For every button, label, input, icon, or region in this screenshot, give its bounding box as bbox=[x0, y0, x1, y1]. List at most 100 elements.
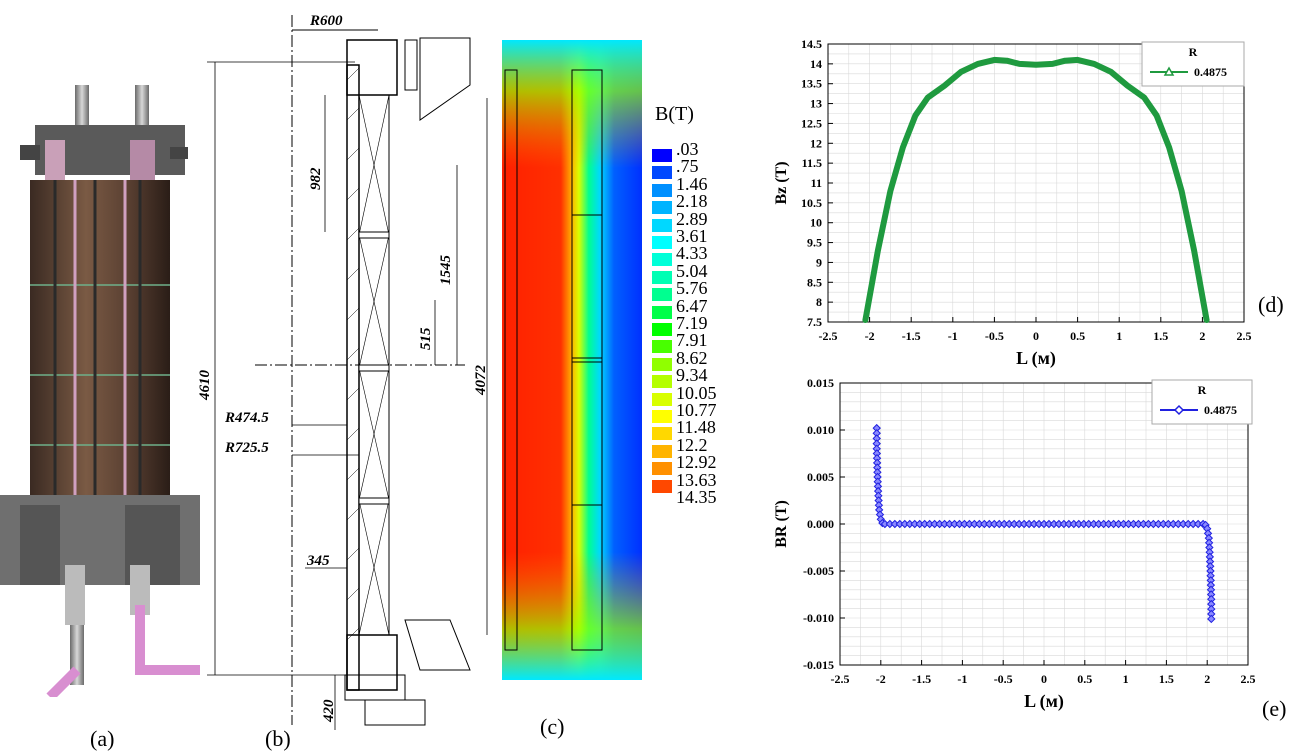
colorbar-label: 7.19 bbox=[676, 313, 708, 333]
legend-box bbox=[1151, 379, 1253, 425]
colorbar-swatch bbox=[652, 323, 672, 336]
colorbar-label: 3.61 bbox=[676, 226, 708, 246]
colorbar-swatch bbox=[652, 201, 672, 215]
colorbar-label: 2.18 bbox=[676, 191, 708, 212]
colorbar-label: .75 bbox=[676, 156, 699, 177]
caption-d: (d) bbox=[1258, 292, 1284, 317]
colorbar-label: 12.92 bbox=[676, 452, 717, 473]
colorbar-title: B(T) bbox=[655, 103, 694, 125]
y-tick-label: 11.5 bbox=[802, 156, 822, 170]
x-tick-label: 2 bbox=[1204, 672, 1210, 686]
x-tick-label: -2.5 bbox=[819, 329, 838, 343]
field-map bbox=[502, 40, 642, 680]
legend-label: 0.4875 bbox=[1194, 65, 1227, 79]
y-tick-label: 11 bbox=[811, 176, 822, 190]
x-tick-label: -1 bbox=[948, 329, 958, 343]
x-axis-label: L (м) bbox=[1016, 348, 1056, 369]
colorbar-label: 4.33 bbox=[676, 243, 708, 264]
y-tick-label: 14 bbox=[810, 57, 822, 71]
colorbar-swatch bbox=[652, 375, 672, 389]
colorbar-swatch bbox=[652, 305, 672, 319]
dim-420: 420 bbox=[321, 699, 337, 723]
coil-cross-section-drawing: R600 4610 bbox=[195, 10, 495, 730]
colorbar-swatch bbox=[652, 166, 672, 180]
colorbar-label: 14.35 bbox=[676, 487, 717, 507]
y-tick-label: 10.5 bbox=[801, 196, 822, 210]
x-tick-label: -2 bbox=[865, 329, 875, 343]
legend-marker bbox=[1173, 404, 1185, 416]
colorbar-label: 5.76 bbox=[676, 278, 708, 299]
colorbar-label: 10.77 bbox=[676, 400, 717, 420]
dim-345: 345 bbox=[306, 553, 330, 569]
colorbar-label: .03 bbox=[676, 139, 699, 159]
dim-r725: R725.5 bbox=[224, 440, 269, 456]
y-tick-label: -0.015 bbox=[803, 658, 834, 672]
colorbar-label: 5.04 bbox=[676, 260, 708, 281]
colorbar-label: 8.62 bbox=[676, 347, 708, 368]
y-tick-label: 0.000 bbox=[807, 517, 834, 531]
dim-1545: 1545 bbox=[438, 255, 454, 286]
colorbar-swatch bbox=[652, 462, 672, 476]
x-tick-label: 2.5 bbox=[1237, 329, 1252, 343]
y-tick-label: -0.005 bbox=[803, 564, 834, 578]
legend-box bbox=[1141, 41, 1245, 87]
y-tick-label: 12 bbox=[810, 136, 822, 150]
x-tick-label: -1 bbox=[957, 672, 967, 686]
coil-3d-render bbox=[0, 85, 200, 701]
legend-title: R bbox=[1189, 45, 1198, 59]
colorbar-label: 9.34 bbox=[676, 365, 708, 386]
colorbar-swatch bbox=[652, 236, 672, 249]
x-tick-label: 0.5 bbox=[1070, 329, 1085, 343]
colorbar-swatch bbox=[652, 340, 672, 354]
legend-marker bbox=[1163, 66, 1175, 76]
y-tick-label: 9 bbox=[816, 255, 822, 269]
caption-e: (e) bbox=[1262, 696, 1287, 721]
x-tick-label: 1 bbox=[1116, 329, 1122, 343]
colorbar-swatch bbox=[652, 218, 672, 232]
field-map-svg bbox=[502, 40, 642, 680]
x-tick-label: 0.5 bbox=[1077, 672, 1092, 686]
dim-4610: 4610 bbox=[197, 370, 213, 402]
x-tick-label: -2.5 bbox=[831, 672, 850, 686]
colorbar-swatch bbox=[652, 183, 672, 197]
colorbar-label: 10.05 bbox=[676, 382, 717, 403]
colorbar-swatch bbox=[652, 149, 672, 162]
colorbar-swatch bbox=[652, 270, 672, 284]
y-tick-label: 7.5 bbox=[807, 315, 822, 329]
x-tick-label: 0 bbox=[1041, 672, 1047, 686]
colorbar-label: 7.91 bbox=[676, 330, 708, 351]
x-tick-label: 1.5 bbox=[1159, 672, 1174, 686]
x-tick-label: -1.5 bbox=[912, 672, 931, 686]
colorbar-label: 1.46 bbox=[676, 173, 708, 194]
y-tick-label: 0.015 bbox=[807, 376, 834, 390]
legend-label: 0.4875 bbox=[1204, 403, 1237, 417]
dim-r474: R474.5 bbox=[224, 410, 269, 426]
caption-a: (a) bbox=[90, 726, 115, 751]
y-tick-label: 0.005 bbox=[807, 470, 834, 484]
x-tick-label: 2 bbox=[1199, 329, 1205, 343]
dim-982: 982 bbox=[308, 167, 324, 190]
x-tick-label: 2.5 bbox=[1241, 672, 1256, 686]
y-tick-label: 0.010 bbox=[807, 423, 834, 437]
x-tick-label: -0.5 bbox=[985, 329, 1004, 343]
colorbar-swatch bbox=[652, 253, 672, 267]
y-tick-label: 13.5 bbox=[801, 77, 822, 91]
colorbar-swatch bbox=[652, 427, 672, 441]
dim-515: 515 bbox=[418, 327, 434, 350]
y-axis-label: Bz (T) bbox=[773, 161, 790, 204]
x-tick-label: -0.5 bbox=[994, 672, 1013, 686]
drawing-svg: R600 4610 bbox=[197, 13, 489, 730]
caption-b: (b) bbox=[265, 726, 291, 751]
dim-r600: R600 bbox=[309, 13, 343, 29]
y-tick-label: 12.5 bbox=[801, 116, 822, 130]
y-tick-label: 8.5 bbox=[807, 275, 822, 289]
x-tick-label: 1.5 bbox=[1153, 329, 1168, 343]
x-tick-label: -2 bbox=[876, 672, 886, 686]
colorbar-label: 12.2 bbox=[676, 434, 708, 455]
y-tick-label: 8 bbox=[816, 295, 822, 309]
y-tick-label: 9.5 bbox=[807, 236, 822, 250]
x-tick-label: 0 bbox=[1033, 329, 1039, 343]
colorbar-swatch bbox=[652, 444, 672, 458]
